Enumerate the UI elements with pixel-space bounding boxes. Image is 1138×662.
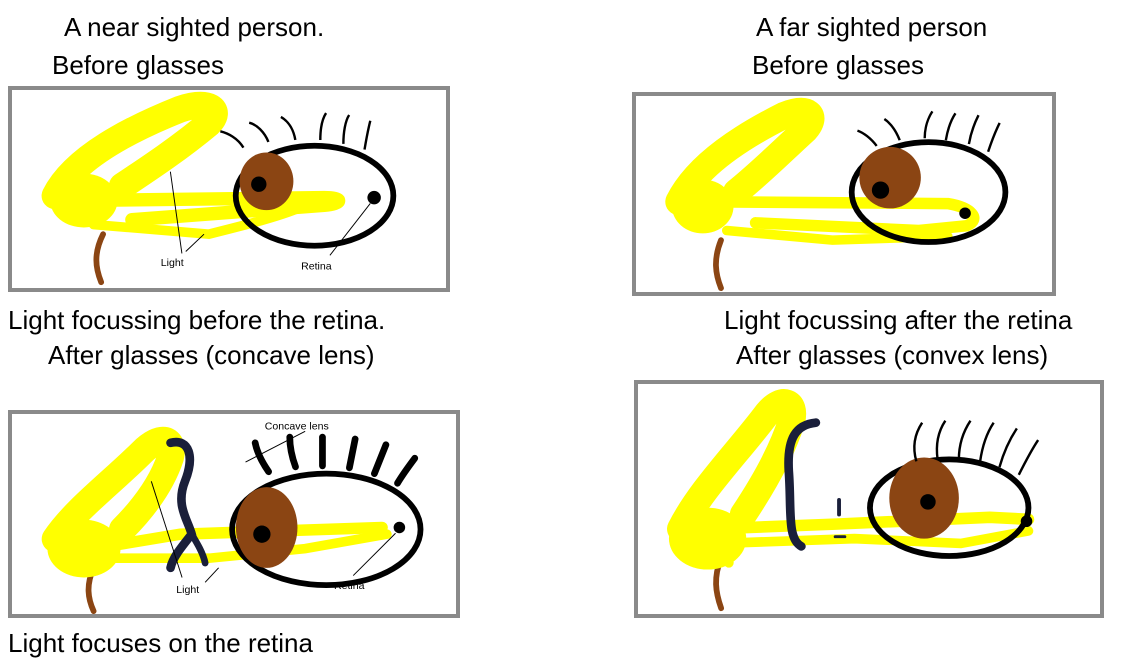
far-before-panel	[632, 92, 1056, 296]
far-before-label: Before glasses	[752, 50, 924, 80]
far-after-drawing	[638, 384, 1100, 614]
far-heading: A far sighted person	[756, 12, 987, 42]
near-before-drawing: Light Retina	[12, 90, 446, 288]
far-after-panel	[634, 380, 1104, 618]
far-after-label: After glasses (convex lens)	[736, 340, 1048, 370]
near-before-label: Before glasses	[52, 50, 224, 80]
far-before-caption: Light focussing after the retina	[724, 305, 1072, 335]
near-after-retina-label: Retina	[334, 580, 365, 592]
near-after-lens-label: Concave lens	[265, 420, 329, 432]
near-before-panel: Light Retina	[8, 86, 450, 292]
far-before-drawing	[636, 96, 1052, 292]
near-before-retina-label: Retina	[301, 261, 332, 273]
near-after-label: After glasses (concave lens)	[48, 340, 375, 370]
near-after-caption: Light focuses on the retina	[8, 628, 313, 658]
near-after-drawing: Concave lens Light Retina	[12, 414, 456, 614]
near-heading: A near sighted person.	[64, 12, 324, 42]
near-before-light-label: Light	[161, 257, 184, 269]
near-before-caption: Light focussing before the retina.	[8, 305, 385, 335]
near-after-light-label: Light	[176, 584, 199, 596]
near-after-panel: Concave lens Light Retina	[8, 410, 460, 618]
